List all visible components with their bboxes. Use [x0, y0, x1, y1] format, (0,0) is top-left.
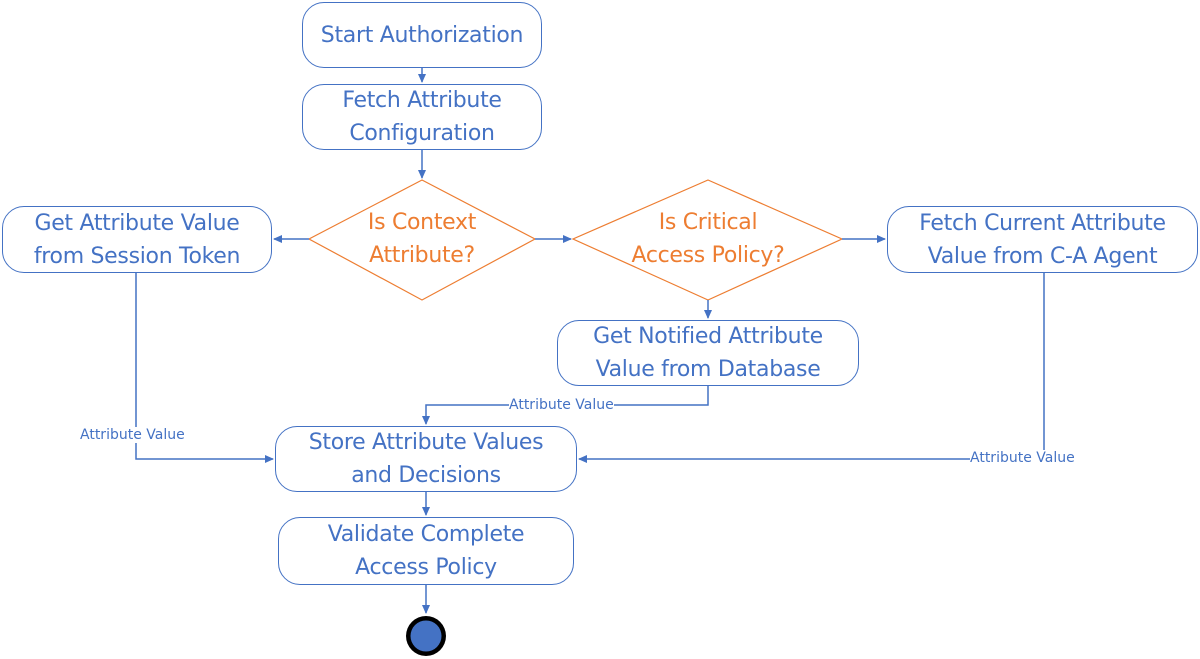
node-fetch-value-from-agent: Fetch Current Attribute Value from C-A A… — [887, 206, 1198, 273]
decision-label-is-critical: Is Critical Access Policy? — [631, 210, 785, 268]
edge-session-to-store — [135, 273, 274, 463]
edge-label-session-value: Attribute Value — [80, 427, 185, 443]
node-get-value-from-session-token: Get Attribute Value from Session Token — [2, 206, 272, 273]
node-get-notified-value-from-database: Get Notified Attribute Value from Databa… — [557, 320, 859, 386]
node-fetch-attribute-configuration: Fetch Attribute Configuration — [302, 84, 542, 150]
decision-label-is-context: Is Context Attribute? — [367, 210, 477, 268]
decision-diamond-context — [307, 179, 537, 301]
node-start-authorization: Start Authorization — [302, 2, 542, 68]
edge-label-agent-value: Attribute Value — [970, 450, 1075, 466]
end-node-fill — [410, 620, 442, 652]
node-validate-access-policy: Validate Complete Access Policy — [278, 517, 574, 585]
node-store-attribute-values: Store Attribute Values and Decisions — [275, 426, 577, 492]
edge-label-database-value: Attribute Value — [509, 397, 614, 413]
